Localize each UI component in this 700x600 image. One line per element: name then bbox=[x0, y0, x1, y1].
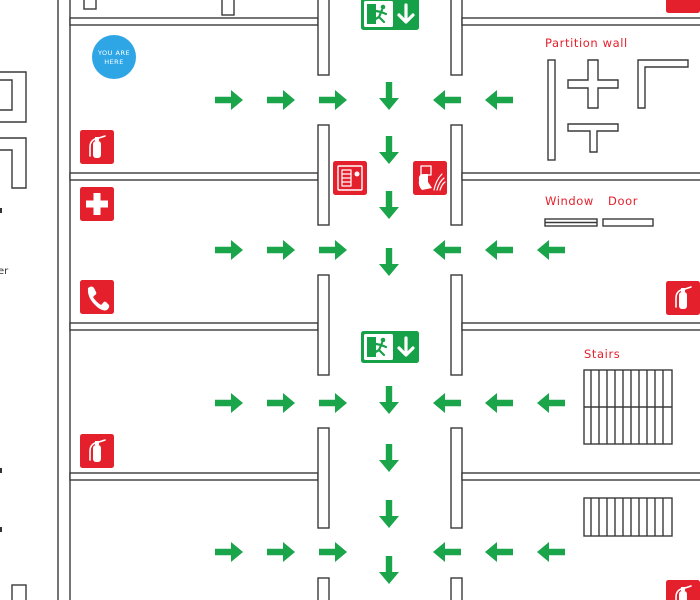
left-edge-word: er bbox=[0, 266, 9, 277]
you-are-here-marker: YOU ARE HERE bbox=[92, 35, 136, 79]
fire-extinguisher-icon bbox=[665, 579, 700, 600]
fire-extinguisher-icon bbox=[79, 433, 115, 469]
fire-alarm-call-point-icon bbox=[413, 161, 447, 195]
legend-partition-wall-label: Partition wall bbox=[545, 36, 628, 50]
legend-stairs-label: Stairs bbox=[584, 347, 620, 361]
emergency-exit-sign-middle bbox=[361, 331, 419, 363]
legend-window-label: Window bbox=[545, 194, 594, 208]
emergency-exit-running-man-icon bbox=[367, 337, 388, 357]
arrows-row-2 bbox=[215, 240, 565, 276]
fire-extinguisher-icon bbox=[665, 280, 700, 316]
fire-hose-reel-icon bbox=[333, 161, 367, 195]
arrows-row-1 bbox=[215, 82, 513, 219]
legend: Partition wall Window Door Stairs bbox=[544, 36, 689, 537]
arrows-row-3 bbox=[215, 386, 565, 528]
emergency-exit-running-man-icon bbox=[367, 4, 388, 24]
stairs-small bbox=[583, 497, 673, 537]
you-are-here-line2: HERE bbox=[104, 58, 124, 66]
emergency-phone-icon bbox=[80, 280, 114, 314]
legend-door-sample bbox=[602, 218, 654, 227]
legend-door-label: Door bbox=[608, 194, 638, 208]
fire-extinguisher-icon bbox=[666, 0, 700, 13]
you-are-here-line1: YOU ARE bbox=[97, 49, 130, 57]
legend-partition-wall-samples bbox=[547, 59, 689, 161]
left-edge-text: er bbox=[0, 208, 9, 532]
fire-extinguisher-icon bbox=[79, 129, 115, 165]
arrows-row-4 bbox=[215, 542, 565, 584]
stairs-large bbox=[583, 369, 673, 445]
emergency-exit-sign-top bbox=[361, 0, 419, 30]
you-are-here-dot bbox=[92, 35, 136, 79]
first-aid-cross-icon bbox=[80, 187, 114, 221]
legend-window-sample bbox=[544, 218, 598, 227]
